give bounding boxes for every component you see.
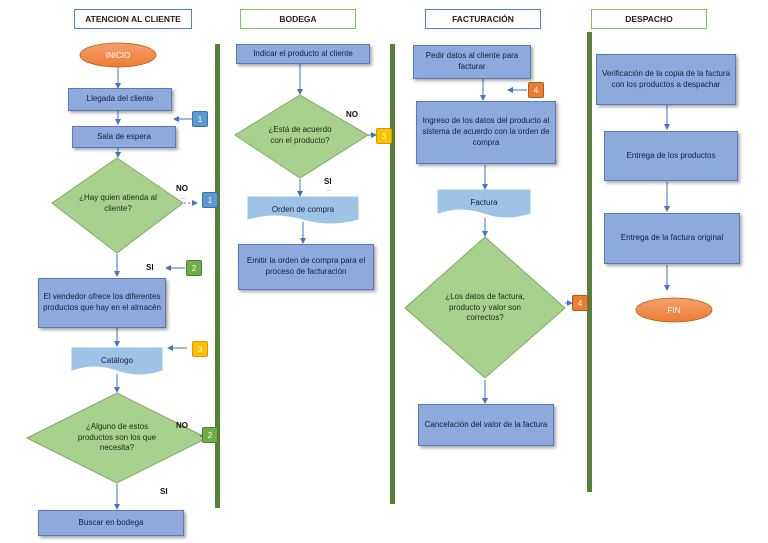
connector-2-vendedor: 2 [186, 260, 202, 276]
lane-header-facturacion: FACTURACIÓN [425, 9, 541, 29]
decision-productos-shape [25, 392, 209, 484]
catalogo-document: Catálogo [100, 356, 134, 365]
decision-atienda-text: ¿Hay quien atienda al cliente? [79, 193, 157, 213]
inicio-terminal: INICIO [105, 50, 131, 60]
label-si-productos: SI [160, 487, 168, 496]
sala-espera-box: Sala de espera [72, 126, 176, 148]
connector-3-catalogo: 3 [192, 341, 208, 357]
orden-compra-document: Orden de compra [271, 205, 335, 214]
arrows-bodega [297, 64, 377, 244]
label-si-atienda: SI [146, 263, 154, 272]
label-no-atienda: NO [176, 184, 188, 193]
decision-atienda-shape [51, 157, 184, 254]
decision-acuerdo-shape [234, 94, 369, 179]
emitir-orden-box: Emitir la orden de compra para el proces… [238, 244, 374, 290]
arrows-atencion [114, 67, 208, 510]
indicar-producto-box: Indicar el producto al cliente [236, 44, 370, 64]
lane-divider-1 [215, 44, 220, 508]
factura-shape [437, 189, 531, 218]
fin-shape [635, 297, 713, 323]
buscar-bodega-box: Buscar en bodega [38, 510, 184, 536]
entrega-productos-box: Entrega de los productos [604, 131, 738, 181]
connector-1-decision: 1 [202, 192, 218, 208]
lane-divider-3 [587, 32, 592, 492]
connector-4-decision: 4 [572, 295, 588, 311]
lane-header-bodega: BODEGA [240, 9, 356, 29]
vendedor-ofrece-box: El vendedor ofrece los diferentes produc… [38, 278, 166, 328]
decision-datos-shape [404, 236, 566, 379]
lane-divider-2 [390, 44, 395, 504]
connector-1-sala: 1 [192, 111, 208, 127]
decision-datos-text: ¿Los datos de factura, producto y valor … [445, 291, 525, 323]
label-no-productos: NO [176, 421, 188, 430]
label-no-acuerdo: NO [346, 110, 358, 119]
connector-2-decision: 2 [202, 427, 218, 443]
decision-productos-text: ¿Alguno de estos productos son los que n… [77, 421, 157, 453]
decision-acuerdo-text: ¿Está de acuerdo con el producto? [268, 125, 332, 145]
cancelacion-valor-box: Cancelación del valor de la factura [418, 404, 554, 446]
connector-4-pedir: 4 [528, 82, 544, 98]
label-si-acuerdo: SI [324, 177, 332, 186]
connector-3-acuerdo: 3 [376, 128, 392, 144]
catalogo-shape [71, 347, 163, 375]
fin-terminal: FIN [667, 305, 681, 315]
llegada-cliente-box: Llegada del cliente [68, 88, 172, 111]
entrega-factura-box: Entrega de la factura original [604, 213, 740, 264]
ingreso-datos-box: Ingreso de los datos del producto al sis… [416, 101, 556, 164]
factura-document: Factura [470, 198, 498, 207]
verificacion-factura-box: Verificación de la copia de la factura c… [596, 54, 736, 105]
orden-compra-shape [247, 196, 359, 224]
tick-mark-2: .. [327, 186, 331, 193]
lane-header-atencion: ATENCION AL CLIENTE [74, 9, 192, 29]
tick-mark-1: .. [181, 194, 185, 201]
pedir-datos-box: Pedir datos al cliente para facturar [413, 45, 531, 79]
lane-header-despacho: DESPACHO [591, 9, 707, 29]
arrows-facturacion [480, 79, 573, 404]
